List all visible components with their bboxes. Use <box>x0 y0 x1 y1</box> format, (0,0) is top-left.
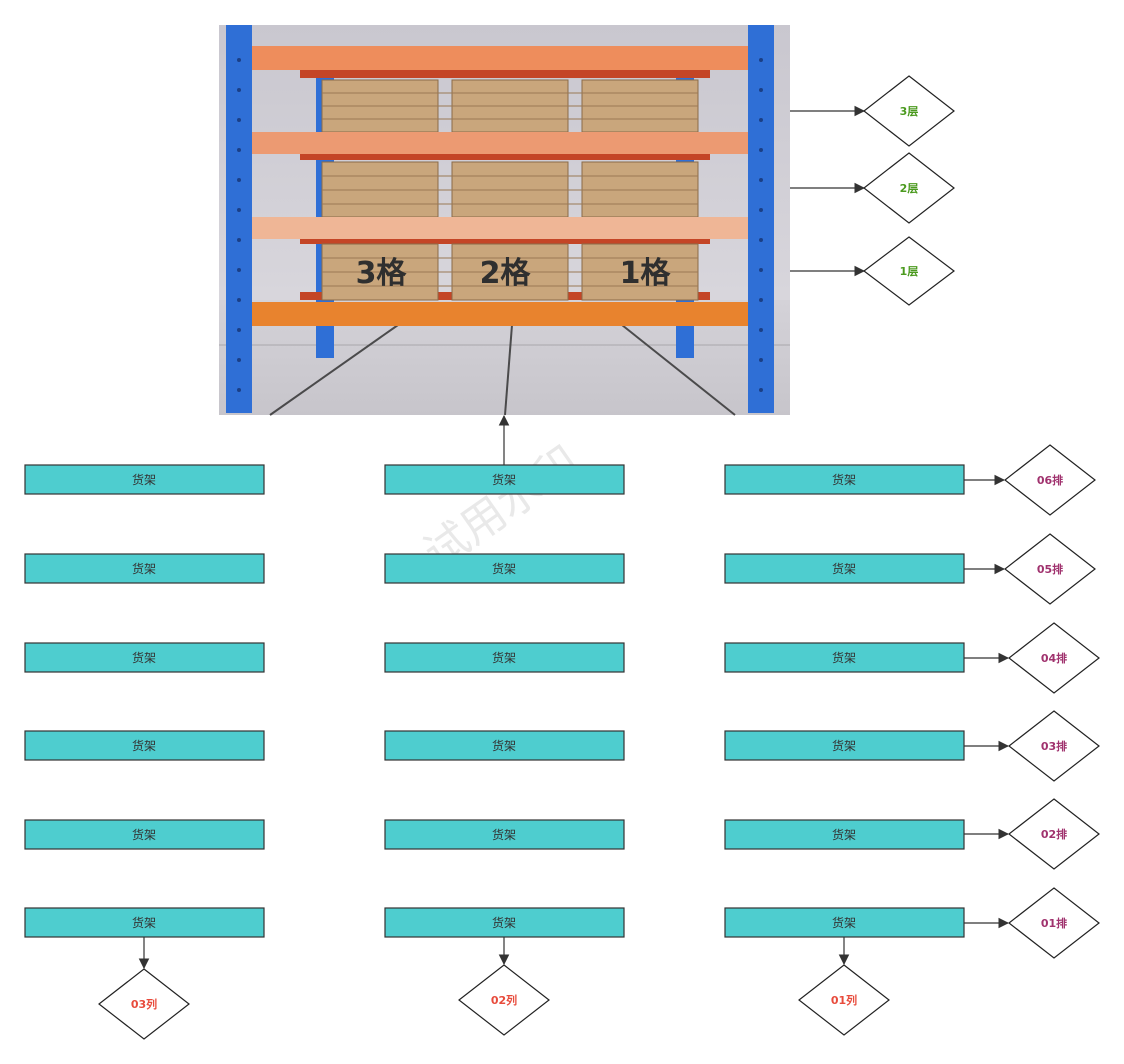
rack-label: 货架 <box>832 472 856 487</box>
layer-label-2: 2层 <box>900 182 919 195</box>
rack-label: 货架 <box>132 738 156 753</box>
row-label-01: 01排 <box>1041 916 1067 930</box>
layer-label-3: 3层 <box>900 105 919 118</box>
column-label-01: 01列 <box>831 993 857 1007</box>
column-label-02: 02列 <box>491 993 517 1007</box>
rack-label: 货架 <box>492 738 516 753</box>
rack-c2-r5[interactable] <box>384 553 625 584</box>
rack-c2-r1[interactable] <box>384 907 625 938</box>
beam-layer-2 <box>238 217 764 239</box>
column-markers: 03列 02列 01列 <box>98 937 890 1040</box>
layer-diamond-3[interactable] <box>863 75 955 147</box>
rack-label: 货架 <box>832 650 856 665</box>
column-diamond-02[interactable] <box>458 964 550 1036</box>
rack-c3-r4[interactable] <box>24 642 265 673</box>
row-label-02: 02排 <box>1041 827 1067 841</box>
rack-c1-r4[interactable] <box>724 642 965 673</box>
row-diamond-05[interactable] <box>1004 533 1096 605</box>
rack-label: 货架 <box>492 650 516 665</box>
beam-layer-3 <box>238 132 764 154</box>
row-markers: 06排 05排 04排 03排 02排 01排 <box>964 444 1100 959</box>
rack-label: 货架 <box>492 561 516 576</box>
shelf-picture: 3格 2格 1格 <box>219 25 790 416</box>
rack-c3-r3[interactable] <box>24 730 265 761</box>
cell-label-3: 3格 <box>356 256 408 291</box>
layer-label-1: 1层 <box>900 265 919 278</box>
rack-label: 货架 <box>132 561 156 576</box>
row-label-05: 05排 <box>1037 562 1063 576</box>
post-left <box>226 25 252 413</box>
rack-label: 货架 <box>492 915 516 930</box>
cell-label-2: 2格 <box>480 256 532 291</box>
rack-label: 货架 <box>132 472 156 487</box>
layer-diamond-2[interactable] <box>863 152 955 224</box>
row-diamond-02[interactable] <box>1008 798 1100 870</box>
rack-label: 货架 <box>832 827 856 842</box>
rack-c2-r3[interactable] <box>384 730 625 761</box>
layer-diamond-1[interactable] <box>863 236 955 306</box>
row-diamond-01[interactable] <box>1008 887 1100 959</box>
row-label-03: 03排 <box>1041 739 1067 753</box>
rack-label: 货架 <box>132 915 156 930</box>
beam-layer-1 <box>238 302 764 326</box>
row-diamond-04[interactable] <box>1008 622 1100 694</box>
row-diamond-03[interactable] <box>1008 710 1100 782</box>
rack-c2-r4[interactable] <box>384 642 625 673</box>
post-right <box>748 25 774 413</box>
rack-label: 货架 <box>132 827 156 842</box>
rack-label: 货架 <box>132 650 156 665</box>
rack-label: 货架 <box>492 472 516 487</box>
rack-label: 货架 <box>492 827 516 842</box>
rack-c1-r1[interactable] <box>724 907 965 938</box>
rack-c1-r2[interactable] <box>724 819 965 850</box>
cell-label-1: 1格 <box>620 256 672 291</box>
row-diamond-06[interactable] <box>1004 444 1096 516</box>
rack-c3-r1[interactable] <box>24 907 265 938</box>
row-label-06: 06排 <box>1037 473 1063 487</box>
column-diamond-03[interactable] <box>98 968 190 1040</box>
rack-c3-r5[interactable] <box>24 553 265 584</box>
layer-markers: 3层 2层 1层 <box>790 75 955 306</box>
rack-label: 货架 <box>832 915 856 930</box>
column-diamond-01[interactable] <box>798 964 890 1036</box>
column-label-03: 03列 <box>131 997 157 1011</box>
beam-top <box>238 46 764 70</box>
rack-label: 货架 <box>832 738 856 753</box>
rack-grid: 货架 货架 货架 货架 货架 货架 货架 货架 货架 货架 货架 货架 货架 货… <box>24 464 965 938</box>
rack-c3-r6[interactable] <box>24 464 265 495</box>
rack-c2-r2[interactable] <box>384 819 625 850</box>
rack-c1-r5[interactable] <box>724 553 965 584</box>
row-label-04: 04排 <box>1041 651 1067 665</box>
rack-label: 货架 <box>832 561 856 576</box>
rack-c2-r6[interactable] <box>384 464 625 495</box>
rack-c1-r6[interactable] <box>724 464 965 495</box>
rack-c3-r2[interactable] <box>24 819 265 850</box>
